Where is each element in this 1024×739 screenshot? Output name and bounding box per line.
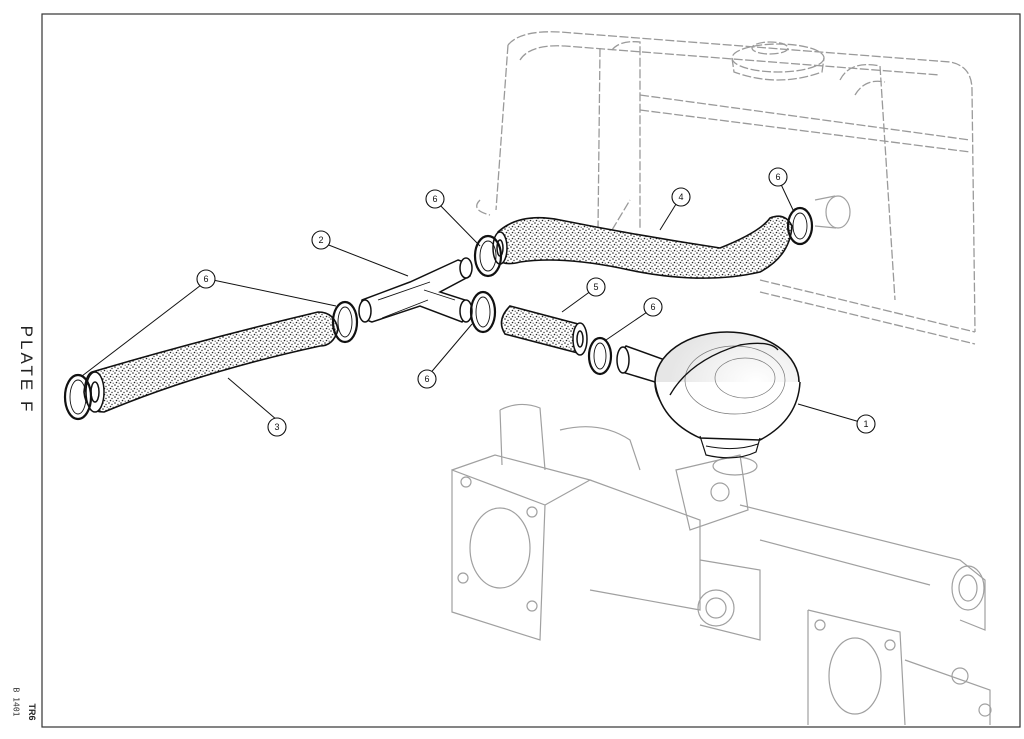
callout-6: 6 [425, 189, 445, 209]
callout-6: 6 [196, 269, 216, 289]
leader-lines [81, 177, 861, 423]
callout-5: 5 [586, 277, 606, 297]
callout-4: 4 [671, 187, 691, 207]
callout-6: 6 [643, 297, 663, 317]
hose-clip [331, 300, 359, 344]
callout-number: 6 [424, 374, 429, 384]
hose-part-3 [83, 311, 339, 413]
hose-part-5 [500, 305, 588, 356]
model-code: TR6 [27, 703, 37, 721]
callout-2: 2 [311, 230, 331, 250]
hose-clip [473, 234, 503, 278]
callout-1: 1 [856, 414, 876, 434]
callout-number: 4 [678, 192, 683, 202]
rocker-cover-outline [476, 31, 976, 345]
callout-number: 5 [593, 282, 598, 292]
callout-number: 6 [203, 274, 208, 284]
breather-cap-part-1 [616, 331, 801, 459]
callout-number: 6 [775, 172, 780, 182]
callout-number: 6 [650, 302, 655, 312]
callout-number: 6 [432, 194, 437, 204]
callout-number: 2 [318, 235, 323, 245]
hose-clip [469, 290, 497, 334]
hose-clip [63, 373, 93, 421]
callout-number: 3 [274, 422, 279, 432]
hose-clip [786, 206, 814, 246]
hose-clip [587, 336, 613, 376]
callout-6: 6 [768, 167, 788, 187]
inlet-manifold-outline [451, 403, 992, 726]
callout-3: 3 [267, 417, 287, 437]
drawing-reference: B 1401 [11, 687, 21, 717]
t-piece-part-2 [358, 257, 473, 323]
hose-clips-part-6 [63, 206, 814, 421]
callout-number: 1 [863, 419, 868, 429]
callout-6: 6 [417, 369, 437, 389]
drawing-frame [41, 13, 1021, 728]
hose-part-4 [492, 215, 793, 279]
plate-title: PLATE F [17, 325, 36, 415]
